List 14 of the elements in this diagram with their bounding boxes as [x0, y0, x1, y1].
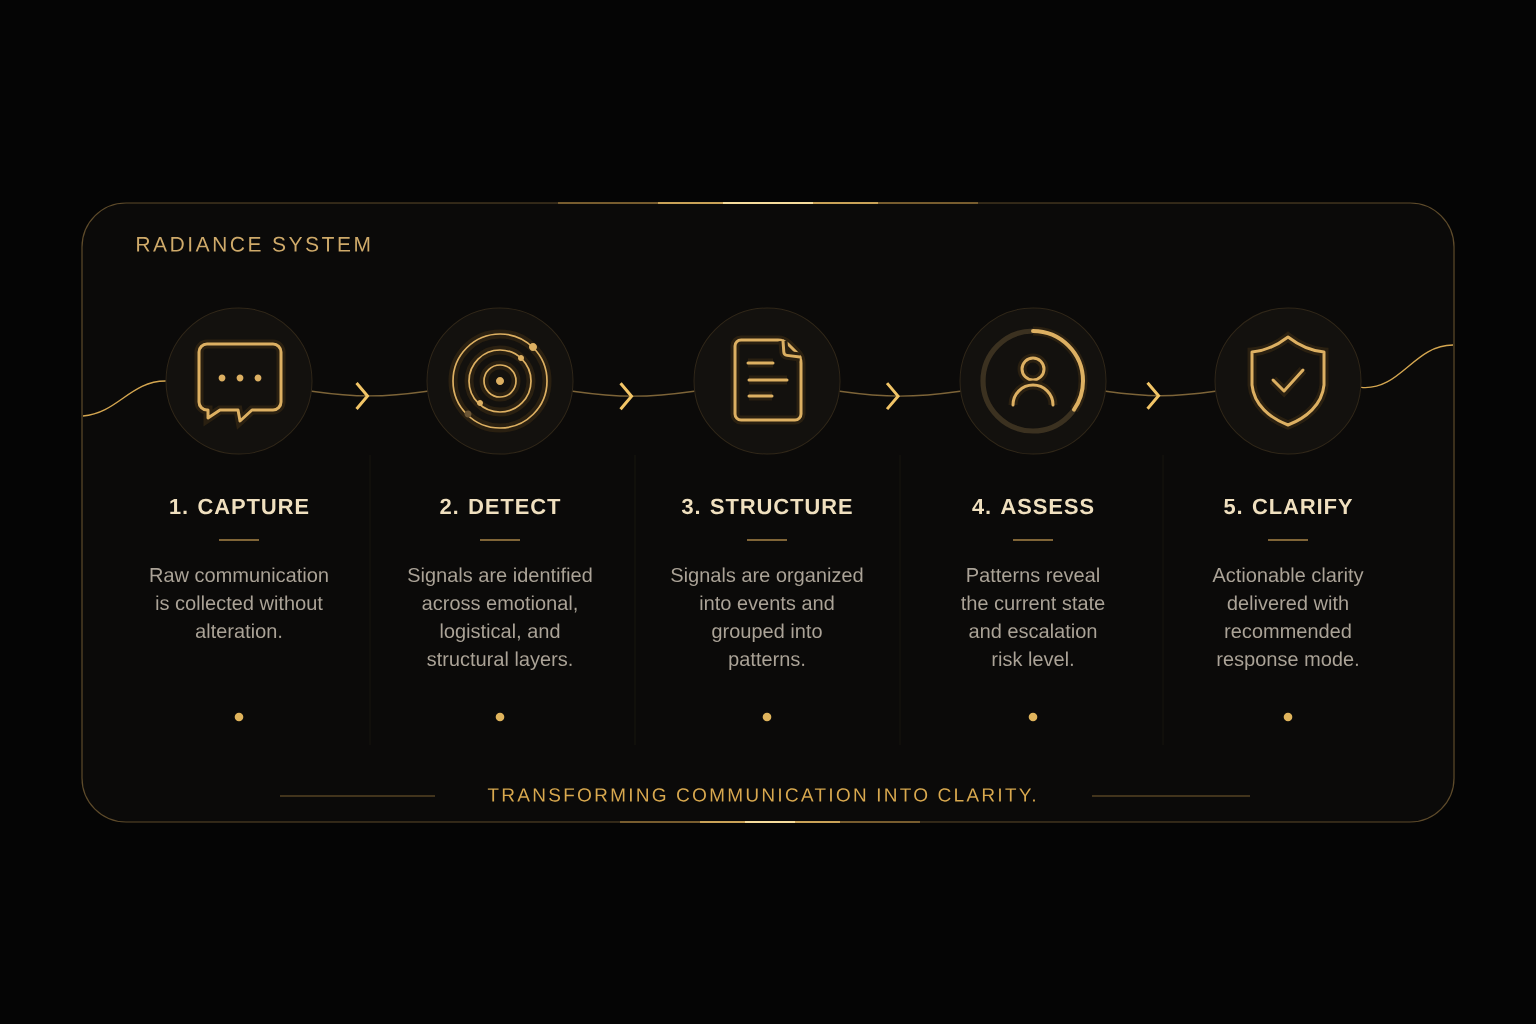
tagline-text: TRANSFORMING COMMUNICATION INTO CLARITY. — [487, 788, 1035, 802]
step-description: Patterns reveal the current state and escalation risk level. — [961, 567, 1105, 667]
step-title: 4. ASSESS — [972, 498, 1094, 515]
flow-line — [82, 380, 167, 417]
step-description: Actionable clarity delivered with recommended response mode. — [1212, 567, 1364, 671]
step-title: 5. CLARIFY — [1224, 498, 1353, 515]
step-description: Raw communication is collected without alteration. — [150, 567, 328, 639]
panel-heading: RADIANCE SYSTEM — [137, 236, 370, 252]
step-title: 2. DETECT — [440, 498, 561, 515]
step-title: 3. STRUCTURE — [681, 498, 852, 515]
step-description: Signals are identified across emotional, logistical, and structural layers. — [408, 567, 592, 671]
step-description: Signals are organized into events and grouped into patterns. — [671, 567, 863, 671]
flow-line — [1360, 344, 1454, 389]
step-title: 1. CAPTURE — [170, 498, 309, 515]
